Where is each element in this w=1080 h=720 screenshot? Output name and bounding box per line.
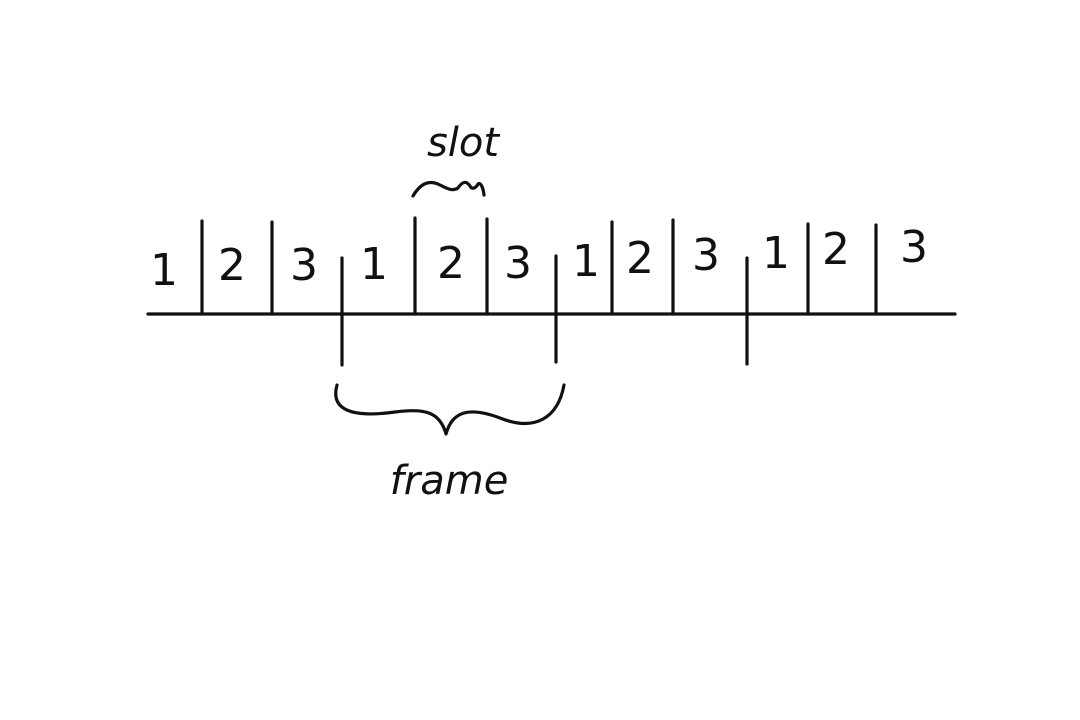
slot-number: 2 <box>626 233 654 284</box>
slot-number: 1 <box>150 245 178 296</box>
frame-label: frame <box>390 458 509 504</box>
slot-number: 2 <box>822 224 850 275</box>
slot-numbers: 1 2 3 1 2 3 1 2 3 1 2 3 <box>150 222 928 296</box>
slot-number: 3 <box>504 238 532 289</box>
slot-label: slot <box>427 120 500 166</box>
frame-boundaries <box>340 254 749 367</box>
slot-number: 1 <box>572 236 600 287</box>
frame-brace <box>334 383 566 436</box>
slot-number: 3 <box>900 222 928 273</box>
slot-number: 3 <box>290 240 318 291</box>
slot-number: 2 <box>218 240 246 291</box>
slot-number: 2 <box>437 238 465 289</box>
slot-number: 1 <box>360 239 388 290</box>
slot-number: 3 <box>692 230 720 281</box>
slot-number: 1 <box>762 228 790 279</box>
slot-dividers <box>200 216 878 316</box>
slot-brace <box>411 180 486 198</box>
